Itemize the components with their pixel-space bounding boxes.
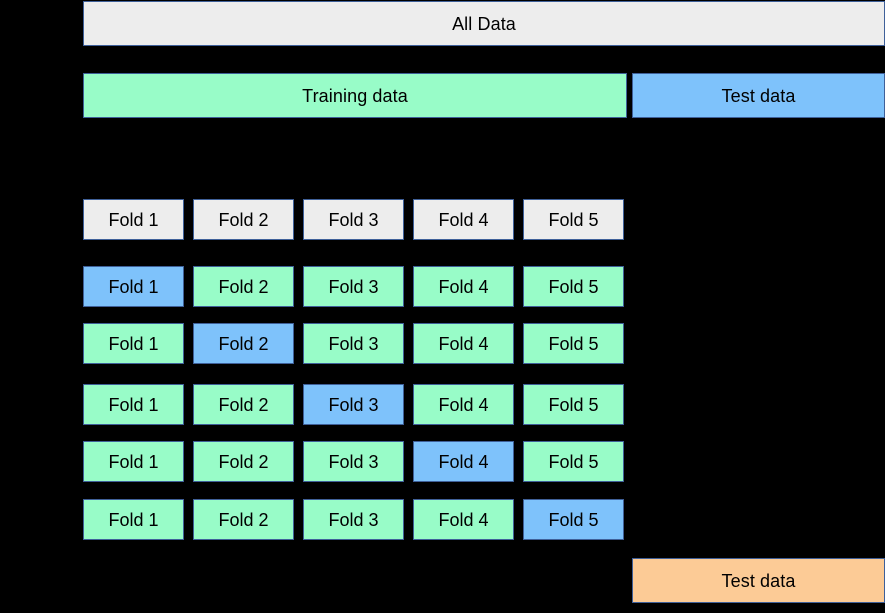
fold-cell: Fold 4 xyxy=(413,499,514,540)
fold-cell: Fold 2 xyxy=(193,499,294,540)
fold-cell: Fold 2 xyxy=(193,266,294,307)
fold-cell: Fold 1 xyxy=(83,323,184,364)
fold-cell: Fold 5 xyxy=(523,384,624,425)
fold-cell: Fold 3 xyxy=(303,266,404,307)
fold-cell: Fold 5 xyxy=(523,199,624,240)
fold-cell: Fold 1 xyxy=(83,266,184,307)
fold-cell: Fold 5 xyxy=(523,499,624,540)
fold-cell: Fold 1 xyxy=(83,199,184,240)
fold-cell: Fold 4 xyxy=(413,323,514,364)
fold-cell: Fold 3 xyxy=(303,441,404,482)
fold-cell: Fold 2 xyxy=(193,441,294,482)
fold-cell: Fold 5 xyxy=(523,323,624,364)
fold-cell: Fold 4 xyxy=(413,384,514,425)
fold-cell: Fold 4 xyxy=(413,266,514,307)
fold-cell: Fold 5 xyxy=(523,441,624,482)
fold-cell: Fold 2 xyxy=(193,199,294,240)
test-data-bar-bottom: Test data xyxy=(632,558,885,603)
fold-cell: Fold 3 xyxy=(303,384,404,425)
fold-cell: Fold 3 xyxy=(303,323,404,364)
fold-cell: Fold 4 xyxy=(413,199,514,240)
fold-cell: Fold 1 xyxy=(83,384,184,425)
fold-cell: Fold 4 xyxy=(413,441,514,482)
fold-cell: Fold 3 xyxy=(303,499,404,540)
fold-cell: Fold 3 xyxy=(303,199,404,240)
fold-cell: Fold 1 xyxy=(83,499,184,540)
fold-cell: Fold 1 xyxy=(83,441,184,482)
fold-cell: Fold 2 xyxy=(193,323,294,364)
all-data-bar: All Data xyxy=(83,1,885,46)
fold-cell: Fold 5 xyxy=(523,266,624,307)
training-data-bar: Training data xyxy=(83,73,627,118)
fold-cell: Fold 2 xyxy=(193,384,294,425)
test-data-bar-top: Test data xyxy=(632,73,885,118)
